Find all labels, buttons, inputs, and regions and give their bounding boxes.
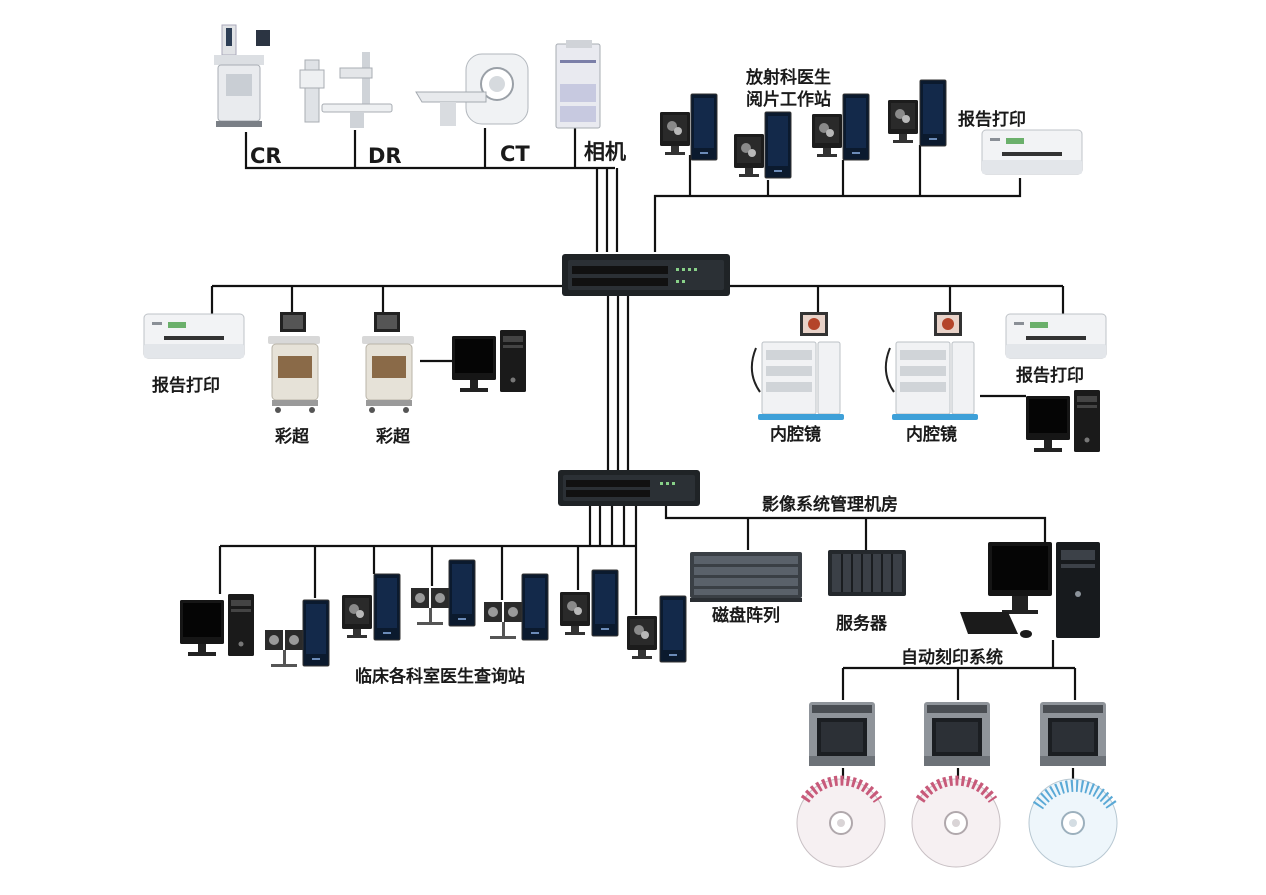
clinical-small-monitor-3 — [627, 616, 657, 659]
disc-burner-1 — [809, 702, 875, 766]
cr-label: CR — [250, 144, 282, 168]
radiology-small-monitor-4 — [888, 100, 918, 143]
disk-array-device — [690, 552, 802, 602]
report-print-label-top: 报告打印 — [958, 109, 1026, 130]
disc-1 — [796, 775, 886, 868]
clinical-dual-screen-3 — [484, 602, 522, 639]
radiology-tall-monitor-1 — [690, 93, 718, 161]
clinical-small-monitor-1 — [342, 595, 372, 638]
server-device — [828, 550, 906, 596]
disc-3 — [1028, 778, 1118, 868]
report-printer-right — [1005, 313, 1107, 359]
clinical-dual-screen-2 — [411, 588, 449, 625]
radiology-small-monitor-2 — [734, 134, 764, 177]
server-label: 服务器 — [836, 613, 888, 634]
ultrasound-device-2 — [361, 311, 415, 414]
radiology-tall-monitor-2 — [764, 111, 792, 179]
film-camera-device — [555, 40, 601, 129]
camera-label: 相机 — [584, 140, 626, 164]
clinical-tall-monitor-6 — [659, 595, 687, 663]
radiology-tall-monitor-3 — [842, 93, 870, 161]
radiology-label-line2: 阅片工作站 — [746, 89, 831, 110]
radiology-small-monitor-3 — [812, 114, 842, 157]
endoscope-label-2: 内腔镜 — [906, 424, 957, 445]
endoscope-workstation — [1026, 390, 1100, 452]
network-switch-main — [562, 254, 730, 296]
report-print-label-right: 报告打印 — [1016, 365, 1084, 386]
ultrasound-label-2: 彩超 — [375, 426, 411, 447]
ct-device — [415, 53, 529, 126]
clinical-tall-monitor-4 — [521, 573, 549, 641]
report-print-label-left: 报告打印 — [152, 375, 220, 396]
ultrasound-workstation — [452, 330, 526, 392]
radiology-tall-monitor-4 — [919, 79, 947, 147]
radiology-label-line1: 放射科医生 — [745, 67, 831, 88]
radiology-small-monitor-1 — [660, 112, 690, 155]
network-lines — [210, 128, 1077, 782]
clinical-tall-monitor-3 — [448, 559, 476, 627]
clinical-tall-monitor-2 — [373, 573, 401, 641]
cr-device — [214, 24, 270, 127]
clinical-tall-monitor-5 — [591, 569, 619, 637]
dr-label: DR — [368, 144, 402, 168]
endoscope-label-1: 内腔镜 — [770, 424, 821, 445]
clinical-dual-screen-1 — [265, 630, 303, 667]
endoscope-device-2 — [884, 311, 979, 421]
disk-array-label: 磁盘阵列 — [712, 605, 780, 626]
network-switch-secondary — [558, 470, 700, 506]
disc-2 — [911, 775, 1001, 868]
report-printer-top — [981, 129, 1083, 175]
clinical-small-monitor-2 — [560, 592, 590, 635]
dr-device — [299, 52, 393, 128]
server-room-label: 影像系统管理机房 — [762, 494, 898, 515]
disc-burner-2 — [924, 702, 990, 766]
ct-label: CT — [500, 142, 530, 166]
management-workstation — [960, 542, 1100, 638]
clinical-tall-monitor-1 — [302, 599, 330, 667]
report-printer-left — [143, 313, 245, 359]
disc-burner-3 — [1040, 702, 1106, 766]
endoscope-device-1 — [750, 311, 845, 421]
auto-burn-label: 自动刻印系统 — [901, 647, 1003, 668]
ultrasound-device-1 — [267, 311, 321, 414]
clinical-query-label: 临床各科室医生查询站 — [355, 666, 525, 687]
clinical-desktop — [180, 594, 254, 656]
ultrasound-label-1: 彩超 — [274, 426, 310, 447]
